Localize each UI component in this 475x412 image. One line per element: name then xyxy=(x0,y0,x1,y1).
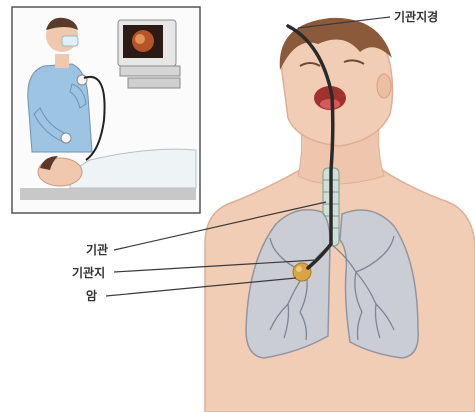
label-bronchoscope: 기관지경 xyxy=(394,10,438,24)
procedure-inset xyxy=(12,7,200,213)
label-trachea: 기관 xyxy=(86,243,108,257)
patient-body xyxy=(205,18,475,412)
head xyxy=(280,18,393,146)
label-cancer: 암 xyxy=(86,289,97,303)
ear xyxy=(377,74,391,98)
label-bronchus: 기관지 xyxy=(72,266,105,280)
torso xyxy=(205,170,475,412)
